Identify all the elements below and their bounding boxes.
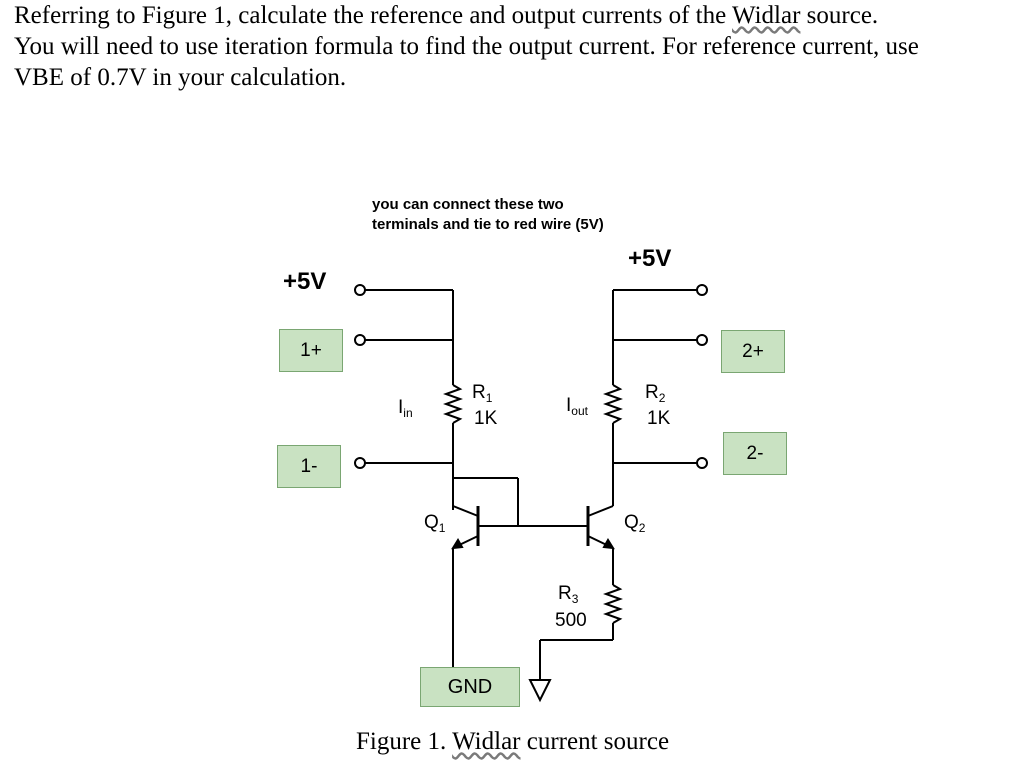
q2-label-sub: 2 bbox=[638, 521, 646, 535]
question-line-1-start: Referring to Figure 1, calculate the ref… bbox=[14, 2, 732, 29]
r1-label: R1 bbox=[472, 382, 492, 405]
r1-label-main: R bbox=[472, 382, 486, 403]
figure-caption: Figure 1. Widlar current source bbox=[356, 728, 669, 756]
iout-label-main: I bbox=[566, 395, 572, 416]
iin-label-sub: in bbox=[403, 406, 413, 420]
ground-symbol-icon bbox=[528, 679, 552, 703]
q2-label: Q2 bbox=[624, 512, 645, 535]
r1-resistor bbox=[443, 384, 463, 424]
right-supply-label: +5V bbox=[628, 245, 672, 272]
terminal-2plus-box[interactable]: 2+ bbox=[721, 330, 785, 373]
r3-label-main: R bbox=[558, 583, 572, 604]
q2-emitter-arrow bbox=[602, 538, 615, 550]
connection-note-line-2: terminals and tie to red wire (5V) bbox=[372, 216, 604, 233]
left-supply-terminal bbox=[354, 284, 366, 296]
left-supply-label: +5V bbox=[283, 268, 327, 295]
q2-label-main: Q bbox=[624, 512, 639, 533]
q2-collector bbox=[587, 505, 614, 517]
r3-label-sub: 3 bbox=[571, 592, 579, 606]
r1-label-sub: 1 bbox=[485, 391, 493, 405]
question-widlar-word: Widlar bbox=[732, 2, 801, 29]
iout-label: Iout bbox=[566, 395, 588, 418]
figure-caption-suffix: current source bbox=[520, 728, 670, 755]
question-line-1: Referring to Figure 1, calculate the ref… bbox=[14, 0, 1009, 31]
r3-value: 500 bbox=[555, 610, 587, 631]
q1-label-main: Q bbox=[424, 512, 439, 533]
r2-value: 1K bbox=[647, 408, 671, 429]
iin-label: Iin bbox=[398, 397, 413, 420]
iout-label-sub: out bbox=[571, 404, 588, 418]
q1-collector bbox=[452, 505, 479, 517]
question-text: Referring to Figure 1, calculate the ref… bbox=[14, 0, 1009, 93]
q1-emitter-arrow bbox=[451, 538, 464, 550]
iin-label-main: I bbox=[398, 397, 404, 418]
terminal-1plus-node bbox=[354, 334, 366, 346]
gnd-box[interactable]: GND bbox=[420, 667, 520, 707]
figure-caption-widlar: Widlar bbox=[452, 728, 521, 755]
r2-resistor bbox=[603, 384, 623, 424]
terminal-2plus-node bbox=[696, 334, 708, 346]
r2-label-main: R bbox=[645, 382, 659, 403]
r3-label: R3 bbox=[558, 583, 578, 606]
question-line-3: VBE of 0.7V in your calculation. bbox=[14, 64, 347, 91]
terminal-1minus-box[interactable]: 1- bbox=[277, 445, 341, 488]
terminal-1minus-node bbox=[354, 457, 366, 469]
terminal-2minus-box[interactable]: 2- bbox=[723, 432, 787, 475]
r1-value: 1K bbox=[474, 408, 498, 429]
question-line-2: You will need to use iteration formula t… bbox=[14, 33, 919, 60]
r2-label-sub: 2 bbox=[658, 391, 666, 405]
r3-resistor bbox=[603, 584, 623, 624]
terminal-2minus-node bbox=[696, 457, 708, 469]
figure-caption-prefix: Figure 1. bbox=[356, 728, 453, 755]
r2-label: R2 bbox=[645, 382, 665, 405]
q1-label: Q1 bbox=[424, 512, 445, 535]
connection-note: you can connect these two terminals and … bbox=[372, 195, 604, 235]
q1-label-sub: 1 bbox=[438, 521, 446, 535]
connection-note-line-1: you can connect these two bbox=[372, 196, 564, 213]
question-line-1-end: source. bbox=[800, 2, 879, 29]
terminal-1plus-box[interactable]: 1+ bbox=[279, 329, 343, 372]
right-supply-terminal bbox=[696, 284, 708, 296]
